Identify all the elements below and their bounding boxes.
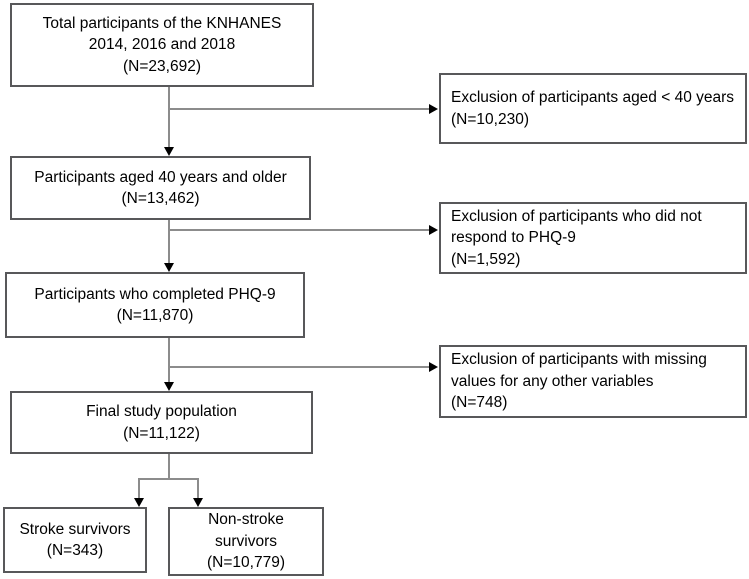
box-text-line: Stroke survivors (19, 520, 131, 538)
box-text-line: (N=10,230) (451, 110, 529, 128)
box-text-line: (N=10,779) (207, 554, 285, 572)
arrow-down-icon (134, 498, 144, 507)
box-text-line: Exclusion of participants aged < 40 year… (451, 89, 735, 106)
arrow-right-icon (429, 104, 438, 114)
box-text-line: (N=748) (451, 394, 508, 412)
connector-line (168, 220, 170, 265)
connector-line (168, 338, 170, 384)
arrow-down-icon (193, 498, 203, 507)
arrow-down-icon (164, 147, 174, 156)
box-text-line: (N=11,122) (123, 424, 200, 442)
box-stroke-survivors: Stroke survivors (N=343) (3, 507, 147, 573)
box-exclusion-under-40: Exclusion of participants aged < 40 year… (439, 73, 747, 144)
connector-line (168, 366, 429, 368)
connector-line (168, 108, 429, 110)
box-text-line: survivors (214, 532, 277, 550)
arrow-right-icon (429, 362, 438, 372)
connector-line (168, 87, 170, 149)
box-text-line: Participants aged 40 years and older (34, 168, 287, 186)
box-total-participants: Total participants of the KNHANES 2014, … (10, 3, 314, 87)
box-text-line: respond to PHQ-9 (451, 229, 576, 247)
box-exclusion-no-phq9-response: Exclusion of participants who did not re… (439, 202, 747, 274)
box-text-line: (N=1,592) (451, 250, 521, 268)
box-text-line: 2014, 2016 and 2018 (88, 36, 236, 54)
arrow-right-icon (429, 225, 438, 235)
box-completed-phq9: Participants who completed PHQ-9 (N=11,8… (5, 272, 305, 338)
box-text-line: Exclusion of participants with missing (451, 351, 707, 369)
box-exclusion-missing-values: Exclusion of participants with missing v… (439, 345, 747, 418)
box-text-line: (N=343) (46, 542, 104, 559)
box-text-line: Final study population (86, 403, 237, 420)
connector-line (168, 229, 429, 231)
box-text-line: Non-stroke (208, 511, 284, 529)
box-text-line: values for any other variables (451, 372, 654, 390)
arrow-down-icon (164, 382, 174, 391)
box-text-line: Total participants of the KNHANES (42, 14, 282, 32)
connector-line (168, 454, 170, 480)
connector-line (197, 478, 199, 500)
box-text-line: Exclusion of participants who did not (451, 207, 702, 225)
box-text-line: (N=23,692) (123, 57, 201, 75)
box-final-study-population: Final study population (N=11,122) (10, 391, 313, 454)
box-text-line: (N=11,870) (116, 307, 194, 324)
connector-line (138, 478, 140, 500)
connector-line (138, 478, 199, 480)
arrow-down-icon (164, 263, 174, 272)
box-non-stroke-survivors: Non-stroke survivors (N=10,779) (168, 507, 324, 576)
box-text-line: (N=13,462) (121, 190, 200, 207)
box-aged-40-and-older: Participants aged 40 years and older (N=… (10, 156, 311, 220)
box-text-line: Participants who completed PHQ-9 (34, 285, 276, 303)
